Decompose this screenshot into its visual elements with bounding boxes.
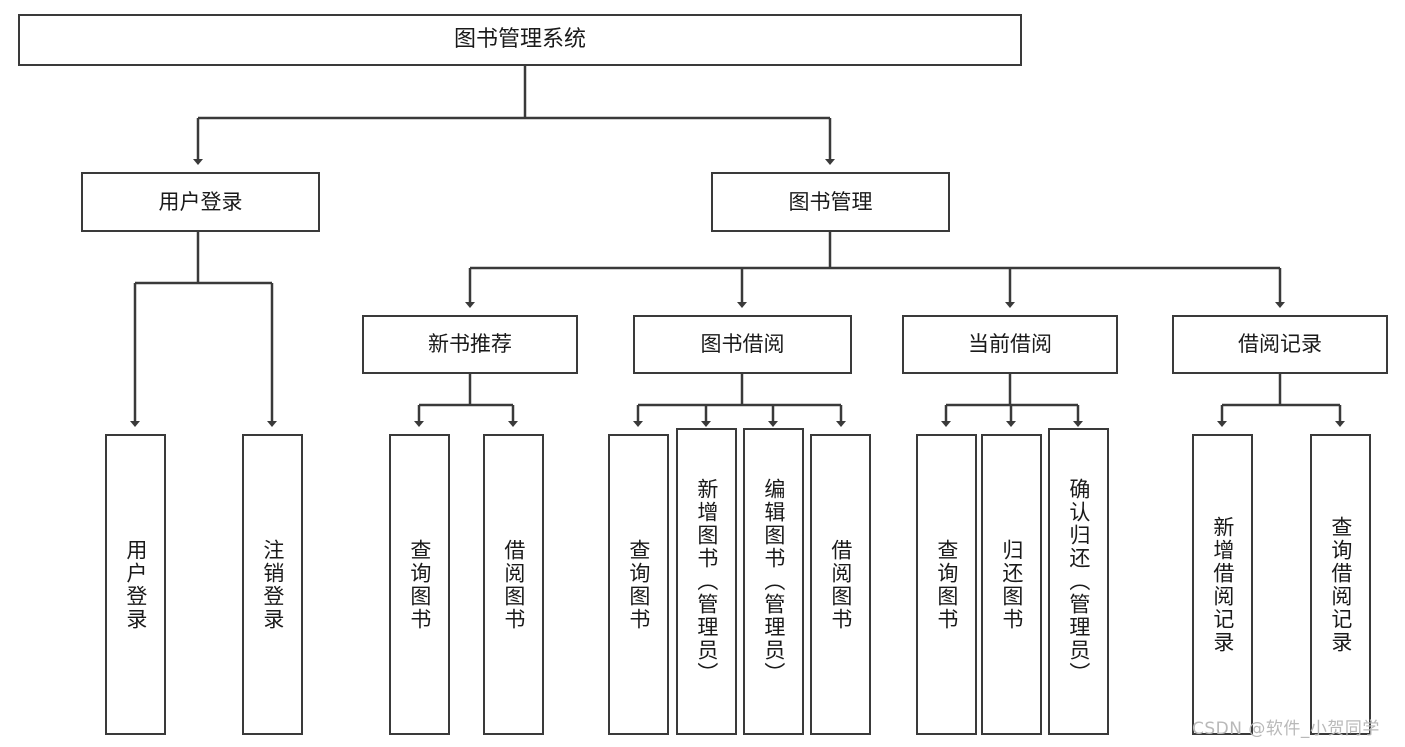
leaf-label: 用户登录 [123,538,148,631]
leaf-user-login-login[interactable]: 用户登录 [105,434,166,735]
leaf-label: 查询借阅记录 [1328,515,1353,654]
node-current-borrow[interactable]: 当前借阅 [902,315,1118,374]
leaf-book-borrow-edit[interactable]: 编辑图书（管理员） [743,428,804,735]
node-book-borrow-label: 图书借阅 [700,332,785,357]
leaf-label: 查询图书 [626,538,651,631]
node-new-book-recommend-label: 新书推荐 [428,332,512,357]
node-root-label: 图书管理系统 [453,27,586,53]
leaf-label: 借阅图书 [501,538,526,631]
node-user-login-label: 用户登录 [158,189,243,214]
leaf-label: 确认归还（管理员） [1066,478,1091,685]
node-new-book-recommend[interactable]: 新书推荐 [362,315,578,374]
node-book-management[interactable]: 图书管理 [711,172,950,232]
leaf-label: 查询图书 [407,538,432,631]
leaf-label: 借阅图书 [828,538,853,631]
leaf-new-book-query[interactable]: 查询图书 [389,434,450,735]
node-borrow-record-label: 借阅记录 [1238,332,1322,357]
node-user-login[interactable]: 用户登录 [81,172,320,232]
leaf-current-borrow-query[interactable]: 查询图书 [916,434,977,735]
leaf-label: 归还图书 [999,538,1024,631]
leaf-label: 查询图书 [934,538,959,631]
leaf-label: 编辑图书（管理员） [761,478,786,685]
csdn-watermark: CSDN @软件_小贺同学 [1192,719,1380,739]
node-borrow-record[interactable]: 借阅记录 [1172,315,1388,374]
leaf-current-borrow-return[interactable]: 归还图书 [981,434,1042,735]
node-book-management-label: 图书管理 [788,189,873,214]
leaf-label: 新增图书（管理员） [694,478,719,685]
leaf-book-borrow-query[interactable]: 查询图书 [608,434,669,735]
node-root[interactable]: 图书管理系统 [18,14,1022,66]
leaf-label: 注销登录 [260,538,285,631]
node-book-borrow[interactable]: 图书借阅 [633,315,852,374]
leaf-book-borrow-add[interactable]: 新增图书（管理员） [676,428,737,735]
leaf-user-login-logout[interactable]: 注销登录 [242,434,303,735]
leaf-borrow-record-add[interactable]: 新增借阅记录 [1192,434,1253,735]
leaf-label: 新增借阅记录 [1210,515,1235,654]
leaf-current-borrow-confirm-return[interactable]: 确认归还（管理员） [1048,428,1109,735]
node-current-borrow-label: 当前借阅 [968,332,1052,357]
leaf-book-borrow-borrow[interactable]: 借阅图书 [810,434,871,735]
leaf-new-book-borrow[interactable]: 借阅图书 [483,434,544,735]
leaf-borrow-record-query[interactable]: 查询借阅记录 [1310,434,1371,735]
